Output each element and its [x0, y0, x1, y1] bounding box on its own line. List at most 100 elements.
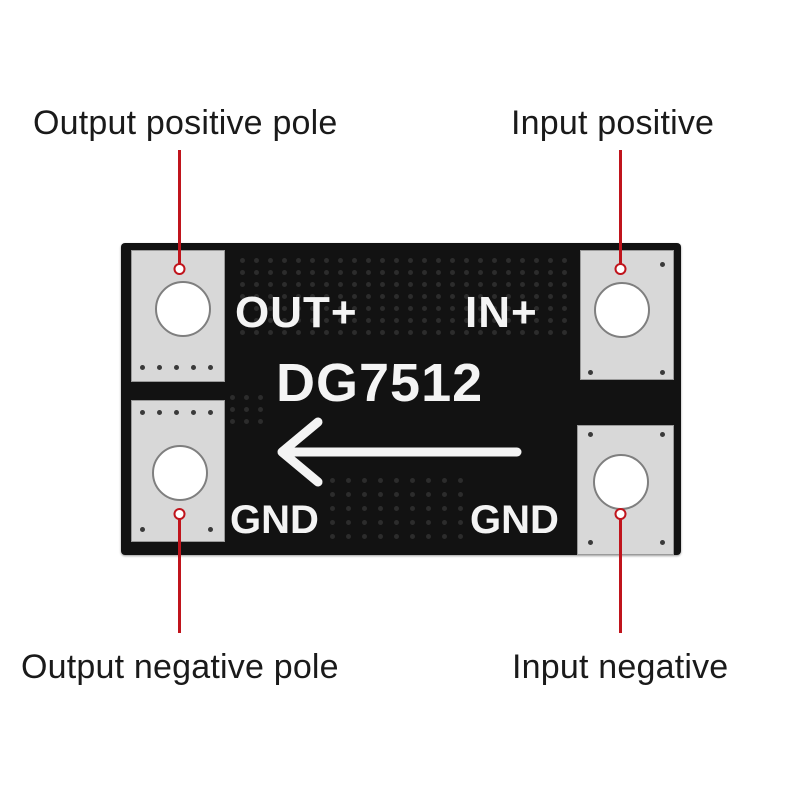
via-dot — [426, 492, 431, 497]
via-dot — [478, 318, 483, 323]
via-dot — [366, 282, 371, 287]
via-dot — [492, 330, 497, 335]
via-dot — [408, 318, 413, 323]
via-dot — [338, 282, 343, 287]
via-dot — [464, 282, 469, 287]
via-dot — [268, 318, 273, 323]
via-dot — [422, 294, 427, 299]
via-dot — [352, 258, 357, 263]
via-dot — [408, 270, 413, 275]
via-dot — [506, 258, 511, 263]
via-dot — [436, 318, 441, 323]
hole-out-plus — [155, 281, 211, 337]
via-dot — [464, 306, 469, 311]
via-dot — [520, 270, 525, 275]
callout-output-negative: Output negative pole — [21, 648, 339, 686]
via-dot — [548, 294, 553, 299]
via-dot — [380, 282, 385, 287]
via-dot — [174, 410, 179, 415]
label-gnd-left: GND — [230, 498, 319, 542]
via-dot — [258, 419, 263, 424]
via-dot — [282, 306, 287, 311]
via-dot — [394, 294, 399, 299]
via-dot — [660, 432, 665, 437]
via-dot — [346, 520, 351, 525]
via-dot — [506, 282, 511, 287]
via-dot — [338, 294, 343, 299]
leader-output-positive — [178, 150, 181, 268]
via-dot — [562, 294, 567, 299]
via-dot — [520, 282, 525, 287]
via-dot — [450, 318, 455, 323]
via-dot — [240, 330, 245, 335]
via-dot — [366, 330, 371, 335]
via-dot — [394, 306, 399, 311]
via-dot — [282, 330, 287, 335]
via-dot — [394, 318, 399, 323]
via-dot — [324, 306, 329, 311]
via-dot — [296, 258, 301, 263]
leader-dot-input-positive — [614, 263, 627, 275]
via-dot — [282, 258, 287, 263]
via-dot — [394, 520, 399, 525]
via-dot — [230, 419, 235, 424]
via-dot — [534, 258, 539, 263]
model-label: DG7512 — [276, 353, 484, 413]
label-gnd-right: GND — [470, 498, 559, 542]
via-dot — [436, 258, 441, 263]
via-dot — [330, 506, 335, 511]
via-dot — [464, 330, 469, 335]
via-dot — [520, 318, 525, 323]
via-dot — [450, 306, 455, 311]
via-dot — [140, 527, 145, 532]
via-dot — [240, 282, 245, 287]
via-dot — [436, 282, 441, 287]
via-dot — [191, 410, 196, 415]
via-dot — [422, 306, 427, 311]
via-dot — [458, 534, 463, 539]
via-dot — [534, 294, 539, 299]
via-dot — [408, 258, 413, 263]
via-dot — [338, 330, 343, 335]
via-dot — [548, 306, 553, 311]
via-dot — [366, 318, 371, 323]
via-dot — [346, 492, 351, 497]
via-dot — [492, 294, 497, 299]
via-dot — [366, 294, 371, 299]
via-dot — [548, 330, 553, 335]
via-dot — [436, 294, 441, 299]
leader-dot-input-negative — [614, 508, 627, 520]
via-dot — [562, 330, 567, 335]
via-dot — [240, 258, 245, 263]
via-dot — [324, 270, 329, 275]
via-dot — [506, 294, 511, 299]
via-dot — [254, 282, 259, 287]
via-dot — [366, 258, 371, 263]
via-dot — [410, 534, 415, 539]
via-dot — [352, 294, 357, 299]
via-dot — [436, 270, 441, 275]
via-dot — [330, 478, 335, 483]
via-dot — [548, 282, 553, 287]
via-dot — [394, 478, 399, 483]
via-dot — [478, 270, 483, 275]
via-dot — [330, 492, 335, 497]
via-dot — [458, 492, 463, 497]
via-dot — [240, 270, 245, 275]
via-dot — [506, 318, 511, 323]
via-dot — [378, 492, 383, 497]
hole-in-plus — [594, 282, 650, 338]
via-dot — [464, 270, 469, 275]
via-dot — [140, 365, 145, 370]
via-dot — [506, 330, 511, 335]
via-dot — [310, 258, 315, 263]
via-dot — [442, 478, 447, 483]
via-dot — [410, 492, 415, 497]
via-dot — [548, 258, 553, 263]
leader-output-negative — [178, 515, 181, 633]
via-dot — [338, 306, 343, 311]
via-dot — [352, 318, 357, 323]
via-dot — [478, 306, 483, 311]
via-dot — [378, 506, 383, 511]
via-dot — [282, 294, 287, 299]
